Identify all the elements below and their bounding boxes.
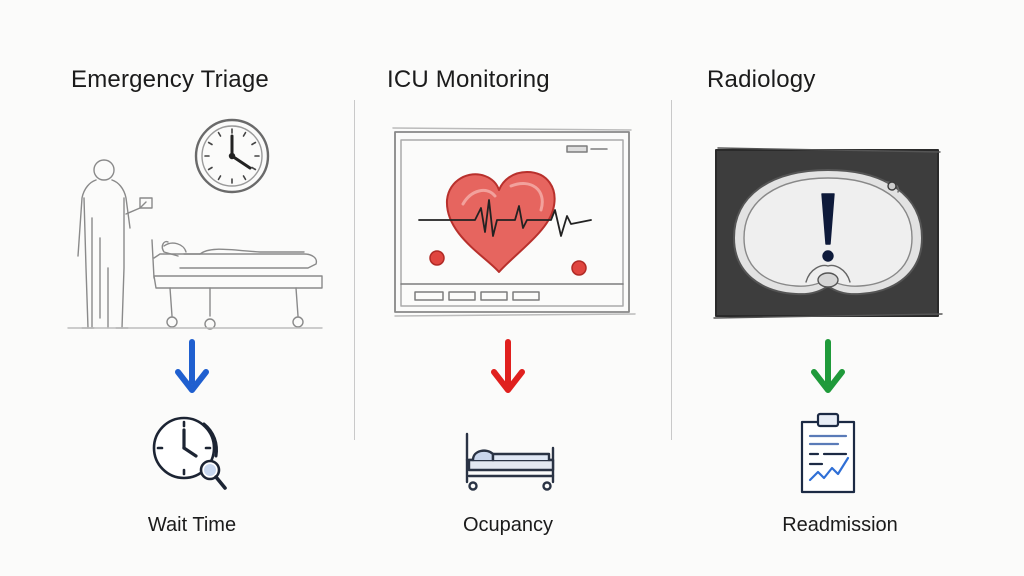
triage-scene-icon	[67, 118, 323, 330]
exclamation-icon	[821, 193, 835, 245]
metric-label: Wait Time	[147, 514, 237, 536]
ecg-waveform	[418, 199, 592, 237]
gurney-icon	[67, 239, 323, 330]
arrow-down-icon	[491, 339, 525, 393]
arrow-down-icon	[811, 339, 845, 393]
wall-clock-icon	[194, 118, 270, 194]
metric-label: Ocupancy	[462, 514, 554, 536]
doctor-figure-icon	[77, 159, 153, 329]
column-icu-monitoring: ICU Monitoring Ocupancy	[341, 0, 682, 576]
hospital-bed-icon	[465, 432, 555, 491]
ct-scan-alert-icon	[713, 147, 943, 319]
arrow-down-icon	[175, 339, 209, 393]
column-title: ICU Monitoring	[387, 66, 550, 93]
heart-icon	[445, 171, 556, 273]
heart-monitor-icon	[392, 127, 636, 317]
clock-search-icon	[152, 416, 227, 490]
clipboard-chart-icon	[800, 412, 856, 494]
column-divider	[671, 100, 672, 440]
column-emergency-triage: Emergency Triage	[0, 0, 341, 576]
metric-label: Readmission	[782, 514, 898, 536]
column-divider	[354, 100, 355, 440]
column-radiology: Radiology Readmission	[682, 0, 1023, 576]
column-title: Radiology	[707, 66, 816, 93]
column-title: Emergency Triage	[71, 66, 269, 93]
